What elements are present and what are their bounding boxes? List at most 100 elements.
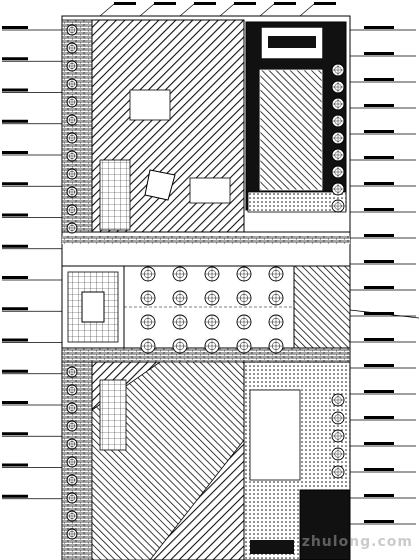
- tree-symbol: [172, 290, 188, 306]
- tree-symbol: [331, 199, 345, 213]
- callout-label-block: [2, 432, 28, 436]
- tree-symbol: [172, 314, 188, 330]
- tree-symbol: [331, 97, 345, 111]
- tree-symbol: [331, 131, 345, 145]
- tree-symbol: [66, 60, 78, 72]
- callout-leader: [99, 3, 115, 17]
- callout-label-block: [274, 2, 296, 5]
- callout-label-block: [2, 151, 28, 154]
- tree-symbol: [172, 266, 188, 282]
- tree-symbol: [236, 290, 252, 306]
- callout-label-block: [2, 401, 28, 404]
- tree-symbol: [331, 165, 345, 179]
- zone-north-east-building: [245, 21, 347, 213]
- callout-label-block: [2, 338, 28, 342]
- callout-leader: [139, 3, 155, 17]
- callout-label-block: [364, 78, 394, 81]
- tree-symbol: [66, 366, 78, 378]
- section-cut-line: [349, 309, 419, 319]
- zone-south-east-garden: [243, 361, 351, 560]
- callout-label-block: [364, 260, 394, 263]
- callout-label-block: [364, 416, 394, 419]
- callout-label-block: [364, 442, 394, 445]
- callout-label-block: [2, 119, 28, 123]
- tree-symbol: [331, 465, 345, 479]
- callout-label-block: [314, 2, 336, 5]
- tree-symbol: [204, 290, 220, 306]
- callout-label-block: [2, 244, 28, 248]
- callout-label-block: [2, 213, 28, 217]
- tree-symbol: [268, 314, 284, 330]
- tree-symbol: [66, 474, 78, 486]
- tree-symbol: [66, 456, 78, 468]
- tree-symbol: [66, 438, 78, 450]
- callout-label-block: [114, 2, 136, 5]
- tree-symbol: [66, 78, 78, 90]
- top-callout-leaders: [99, 2, 419, 319]
- tree-symbol: [172, 338, 188, 354]
- zone-central-tree-court: [123, 265, 350, 354]
- callout-label-block: [364, 208, 394, 211]
- tree-symbol: [66, 132, 78, 144]
- callout-leader: [179, 3, 195, 17]
- west-tree-column: [66, 24, 78, 540]
- tree-symbol: [66, 114, 78, 126]
- callout-label-block: [364, 286, 394, 289]
- zone-west-fountain-square: [61, 265, 125, 349]
- callout-label-block: [364, 520, 394, 523]
- tree-symbol: [204, 338, 220, 354]
- callout-label-block: [364, 26, 394, 29]
- callout-label-block: [364, 338, 394, 341]
- callout-label-block: [364, 234, 394, 237]
- callout-label-block: [154, 2, 176, 5]
- zone-north-paved-plaza: [91, 19, 245, 233]
- right-callout-leaders: [350, 26, 416, 525]
- tree-symbol: [331, 411, 345, 425]
- east-axis-garden: [293, 265, 351, 349]
- callout-label-block: [2, 182, 28, 186]
- callout-label-block: [2, 276, 28, 279]
- tree-symbol: [331, 63, 345, 77]
- tree-symbol: [140, 338, 156, 354]
- tree-symbol: [66, 168, 78, 180]
- tree-symbol: [331, 447, 345, 461]
- callout-label-block: [364, 182, 394, 185]
- tree-symbol: [331, 393, 345, 407]
- callout-label-block: [2, 88, 28, 92]
- tree-symbol: [66, 420, 78, 432]
- zone-east-tree-column: [331, 63, 345, 479]
- tree-symbol: [236, 314, 252, 330]
- tree-symbol: [140, 266, 156, 282]
- callout-label-block: [2, 26, 28, 29]
- tree-symbol: [66, 42, 78, 54]
- callout-leader: [299, 3, 315, 17]
- tree-symbol: [66, 186, 78, 198]
- tree-symbol: [236, 266, 252, 282]
- tree-symbol: [66, 528, 78, 540]
- callout-leader: [219, 3, 235, 17]
- tree-symbol: [268, 290, 284, 306]
- callout-label-block: [364, 130, 394, 133]
- tree-symbol: [66, 24, 78, 36]
- left-callout-leaders: [2, 26, 62, 500]
- callout-label-block: [234, 2, 256, 5]
- callout-label-block: [2, 307, 28, 311]
- tree-symbol: [331, 182, 345, 196]
- tree-symbol: [236, 338, 252, 354]
- callout-label-block: [364, 494, 394, 497]
- callout-label-block: [194, 2, 216, 5]
- tree-symbol: [268, 266, 284, 282]
- tree-symbol: [66, 402, 78, 414]
- callout-label-block: [2, 57, 28, 61]
- tree-symbol: [66, 510, 78, 522]
- tree-symbol: [331, 80, 345, 94]
- callout-label-block: [364, 364, 394, 367]
- tree-symbol: [140, 314, 156, 330]
- tree-symbol: [331, 148, 345, 162]
- tree-symbol: [66, 96, 78, 108]
- zone-south-paved-plaza: [91, 361, 245, 560]
- tree-symbol: [66, 384, 78, 396]
- callout-label-block: [364, 156, 394, 159]
- tree-symbol: [204, 266, 220, 282]
